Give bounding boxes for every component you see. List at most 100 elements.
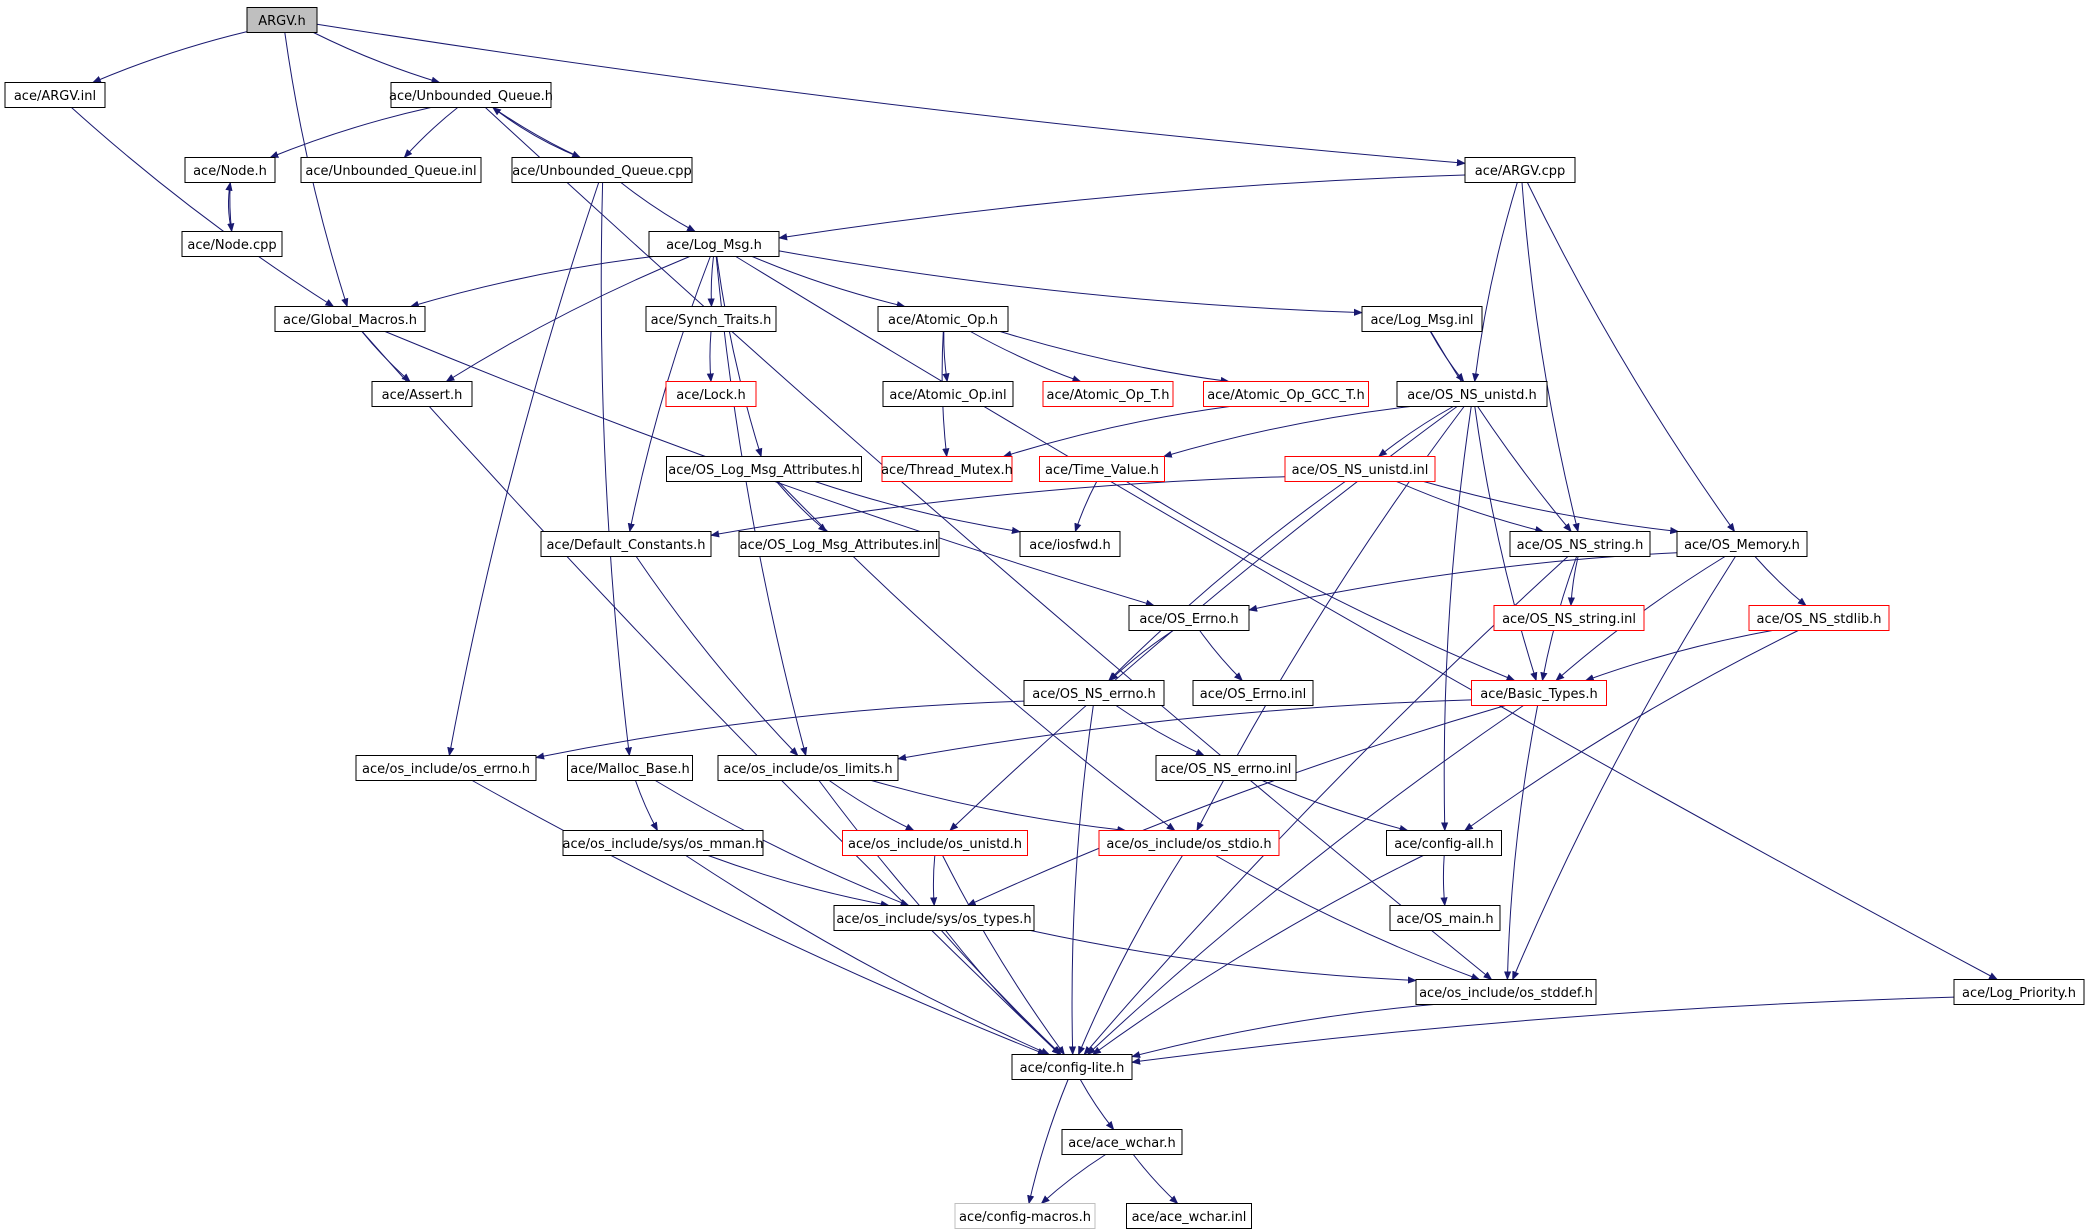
edge-os_include_sys_os_types_h-to-config_lite_h [945,930,1062,1056]
node-label: ace/Log_Priority.h [1962,986,2076,1001]
node-unbounded-queue-cpp[interactable]: ace/Unbounded_Queue.cpp [511,157,693,183]
node-box [717,755,899,781]
node-box [1361,306,1483,332]
node-atomic-op-inl[interactable]: ace/Atomic_Op.inl [882,381,1014,407]
node-label: ace/Unbounded_Queue.cpp [512,164,691,179]
node-assert-h[interactable]: ace/Assert.h [371,381,473,407]
edge-os_ns_stdlib_h-to-config_all_h [1464,630,1799,832]
edge-os_ns_unistd_inl-to-os_memory_h [1423,481,1680,535]
node-node-cpp[interactable]: ace/Node.cpp [181,231,283,257]
node-os-log-msg-attributes-h[interactable]: ace/OS_Log_Msg_Attributes.h [666,456,862,482]
node-label: ace/Atomic_Op_T.h [1047,388,1170,403]
edge-log_msg_h-to-default_constants_h [627,256,711,533]
node-atomic-op-gcc-t-h[interactable]: ace/Atomic_Op_GCC_T.h [1203,381,1369,407]
node-malloc-base-h[interactable]: ace/Malloc_Base.h [567,755,693,781]
edge-ace_wchar_h-to-config_macros_h [1040,1154,1106,1205]
node-label: ace/ARGV.cpp [1475,164,1566,179]
edge-config_all_h-to-config_lite_h [1092,855,1424,1056]
edge-os_ns_unistd_inl-to-os_ns_string_h [1396,481,1545,534]
node-time-value-h[interactable]: ace/Time_Value.h [1039,456,1165,482]
node-label: ace/Thread_Mutex.h [881,463,1013,478]
node-box [246,7,318,33]
node-box [882,381,1014,407]
node-os-include-sys-os-types-h[interactable]: ace/os_include/sys/os_types.h [833,905,1035,931]
node-global-macros-h[interactable]: ace/Global_Macros.h [274,306,426,332]
node-os-errno-inl[interactable]: ace/OS_Errno.inl [1192,680,1314,706]
node-box [1023,680,1165,706]
node-config-lite-h[interactable]: ace/config-lite.h [1011,1054,1133,1080]
node-ace-wchar-h[interactable]: ace/ace_wchar.h [1061,1129,1183,1155]
node-log-msg-h[interactable]: ace/Log_Msg.h [648,231,780,257]
node-os-errno-h[interactable]: ace/OS_Errno.h [1128,605,1250,631]
node-os-ns-string-inl[interactable]: ace/OS_NS_string.inl [1493,605,1645,631]
node-os-ns-errno-inl[interactable]: ace/OS_NS_errno.inl [1155,755,1297,781]
node-atomic-op-h[interactable]: ace/Atomic_Op.h [877,306,1009,332]
node-label: ace/config-macros.h [959,1210,1091,1225]
node-box [1396,381,1548,407]
node-label: ace/Basic_Types.h [1480,687,1597,702]
node-label: ace/Default_Constants.h [546,538,705,553]
node-log-msg-inl[interactable]: ace/Log_Msg.inl [1361,306,1483,332]
node-os-include-os-limits-h[interactable]: ace/os_include/os_limits.h [717,755,899,781]
edge-layer [71,23,1998,1205]
node-config-macros-h[interactable]: ace/config-macros.h [954,1203,1096,1229]
edge-os_include_os_stdio_h-to-os_include_os_stddef_h [1215,855,1481,981]
node-box [562,830,764,856]
node-os-log-msg-attributes-inl[interactable]: ace/OS_Log_Msg_Attributes.inl [738,531,940,557]
node-label: ace/ARGV.inl [14,89,96,104]
node-layer: ARGV.h ace/ARGV.inl ace/Unbounded_Queue.ha… [4,7,2085,1229]
edge-os_ns_unistd_h-to-time_value_h [1162,406,1411,458]
node-label: ace/Node.cpp [187,238,276,253]
node-argv-inl[interactable]: ace/ARGV.inl [4,82,106,108]
node-os-include-os-stdio-h[interactable]: ace/os_include/os_stdio.h [1098,830,1280,856]
node-basic-types-h[interactable]: ace/Basic_Types.h [1471,680,1607,706]
node-ace-wchar-inl[interactable]: ace/ace_wchar.inl [1126,1203,1252,1229]
node-os-include-sys-os-mman-h[interactable]: ace/os_include/sys/os_mman.h [562,830,764,856]
node-config-all-h[interactable]: ace/config-all.h [1386,830,1502,856]
node-iosfwd-h[interactable]: ace/iosfwd.h [1019,531,1121,557]
edge-log_msg_h-to-log_msg_inl [778,250,1363,316]
edge-argv_cpp-to-os_memory_h [1526,182,1736,533]
node-node-h[interactable]: ace/Node.h [184,157,276,183]
node-box [1061,1129,1183,1155]
node-os-ns-string-h[interactable]: ace/OS_NS_string.h [1509,531,1651,557]
edge-node_cpp-to-node_h [225,181,233,232]
edge-config_lite_h-to-ace_wchar_h [1079,1079,1115,1131]
node-os-ns-errno-h[interactable]: ace/OS_NS_errno.h [1023,680,1165,706]
edge-os_include_os_unistd_h-to-os_include_sys_os_types_h [930,855,938,907]
node-os-include-os-unistd-h[interactable]: ace/os_include/os_unistd.h [842,830,1028,856]
node-log-priority-h[interactable]: ace/Log_Priority.h [1953,979,2085,1005]
edge-unbounded_queue_h-to-node_h [269,107,431,158]
node-os-ns-unistd-h[interactable]: ace/OS_NS_unistd.h [1396,381,1548,407]
node-default-constants-h[interactable]: ace/Default_Constants.h [540,531,712,557]
node-box [1192,680,1314,706]
node-atomic-op-t-h[interactable]: ace/Atomic_Op_T.h [1042,381,1174,407]
edge-os_include_os_stddef_h-to-config_lite_h [1131,1004,1434,1059]
node-box [300,157,482,183]
edge-os_include_os_limits_h-to-os_include_os_unistd_h [828,780,915,831]
edge-atomic_op_h-to-atomic_op_t_h [970,331,1082,383]
node-os-ns-unistd-inl[interactable]: ace/OS_NS_unistd.inl [1284,456,1436,482]
edge-os_include_sys_os_types_h-to-os_include_os_stddef_h [1030,930,1417,984]
node-lock-h[interactable]: ace/Lock.h [665,381,757,407]
edge-os_log_msg_attributes_h-to-os_log_msg_attributes_inl [776,481,828,533]
node-box [645,306,777,332]
edge-log_priority_h-to-config_lite_h [1131,996,1955,1065]
node-os-include-os-errno-h[interactable]: ace/os_include/os_errno.h [355,755,537,781]
node-os-ns-stdlib-h[interactable]: ace/OS_NS_stdlib.h [1748,605,1890,631]
node-box [1126,1203,1252,1229]
node-box [881,456,1013,482]
node-os-main-h[interactable]: ace/OS_main.h [1389,905,1501,931]
node-thread-mutex-h[interactable]: ace/Thread_Mutex.h [881,456,1013,482]
node-unbounded-queue-h[interactable]: ace/Unbounded_Queue.h [389,82,553,108]
node-label: ace/os_include/os_errno.h [362,762,530,777]
node-argv-cpp[interactable]: ace/ARGV.cpp [1464,157,1576,183]
node-argv-h[interactable]: ARGV.h [246,7,318,33]
node-unbounded-queue-inl[interactable]: ace/Unbounded_Queue.inl [300,157,482,183]
node-os-memory-h[interactable]: ace/OS_Memory.h [1676,531,1808,557]
node-label: ace/os_include/os_stddef.h [1419,986,1593,1001]
node-os-include-os-stddef-h[interactable]: ace/os_include/os_stddef.h [1415,979,1597,1005]
node-synch-traits-h[interactable]: ace/Synch_Traits.h [645,306,777,332]
edge-unbounded_queue_h-to-unbounded_queue_inl [403,107,459,159]
edge-os_ns_unistd_h-to-config_all_h [1441,406,1472,832]
